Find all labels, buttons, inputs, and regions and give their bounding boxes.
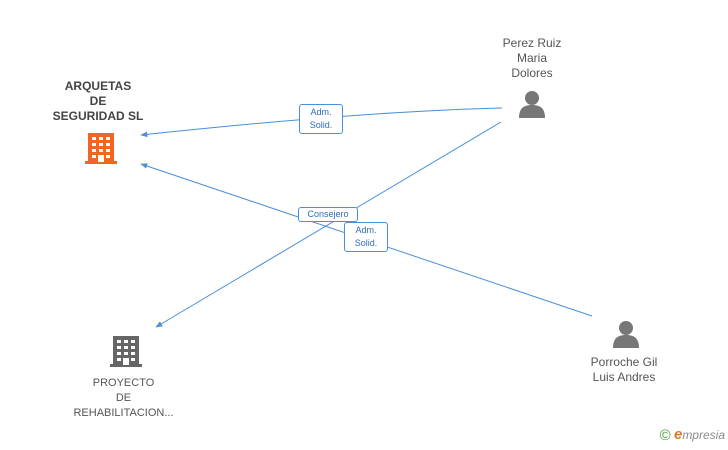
person-icon[interactable] xyxy=(519,91,545,118)
edge-label-adm-solid[interactable]: Adm. Solid. xyxy=(344,222,388,252)
edge-label-adm-solid[interactable]: Adm. Solid. xyxy=(299,104,343,134)
building-icon[interactable] xyxy=(110,336,142,367)
company-label-proyecto[interactable]: PROYECTO DE REHABILITACION... xyxy=(73,377,174,419)
copyright-icon: © xyxy=(659,427,671,444)
edge-label-consejero[interactable]: Consejero xyxy=(298,207,358,222)
edge-perez-to-arquetas[interactable] xyxy=(140,107,503,138)
person-label-porroche[interactable]: Porroche Gil Luis Andres xyxy=(590,355,658,384)
building-icon[interactable] xyxy=(85,133,117,164)
company-label-arquetas[interactable]: ARQUETAS DE SEGURIDAD SL xyxy=(52,79,144,123)
edge-perez-to-proyecto[interactable] xyxy=(155,121,502,328)
person-icon[interactable] xyxy=(613,321,639,348)
person-label-perez[interactable]: Perez Ruiz Maria Dolores xyxy=(502,36,562,80)
brand-name: mpresia xyxy=(682,428,725,442)
brand-e: e xyxy=(673,426,683,443)
empresia-logo[interactable]: © empresia xyxy=(660,426,725,444)
